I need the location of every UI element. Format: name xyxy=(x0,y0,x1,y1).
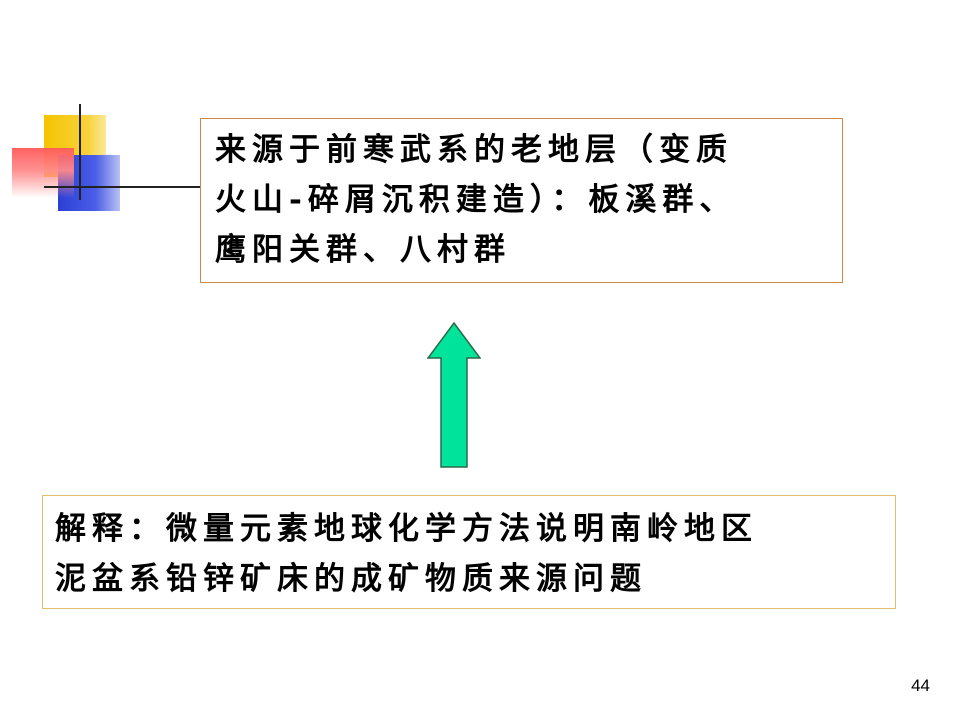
source-text-box: 来源于前寒武系的老地层（变质 火山-碎屑沉积建造）：板溪群、 鹰阳关群、八村群 xyxy=(200,118,843,283)
source-text-line-3: 鹰阳关群、八村群 xyxy=(215,232,511,268)
explanation-text-box: 解释：微量元素地球化学方法说明南岭地区 泥盆系铅锌矿床的成矿物质来源问题 xyxy=(42,495,896,609)
explanation-text-line-2: 泥盆系铅锌矿床的成矿物质来源问题 xyxy=(55,561,647,597)
decoration-vertical-line xyxy=(79,104,81,200)
up-arrow-icon xyxy=(427,322,481,468)
explanation-text-line-1: 解释：微量元素地球化学方法说明南岭地区 xyxy=(55,511,758,547)
decoration-horizontal-line xyxy=(44,186,200,188)
up-arrow-shape xyxy=(427,322,481,468)
source-text-line-1: 来源于前寒武系的老地层（变质 xyxy=(215,132,733,168)
decoration-red-square xyxy=(12,148,74,198)
source-text-line-2: 火山-碎屑沉积建造）：板溪群、 xyxy=(215,182,737,218)
corner-decoration xyxy=(0,0,220,230)
page-number: 44 xyxy=(911,676,930,695)
